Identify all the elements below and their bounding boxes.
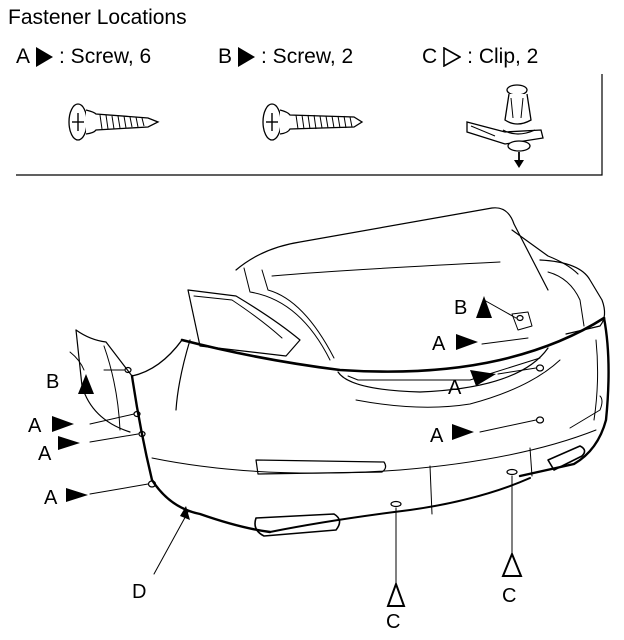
legend-letter: C [422, 45, 438, 68]
legend-text: : Screw, 2 [261, 45, 354, 68]
filled-triangle-icon [52, 416, 74, 432]
screw-icon [262, 103, 364, 141]
filled-triangle-icon [452, 424, 474, 440]
filled-triangle-icon [36, 47, 54, 67]
filled-triangle-icon [238, 47, 256, 67]
filled-triangle-icon [66, 488, 88, 502]
clip-icon [466, 84, 544, 168]
legend-text: : Screw, 6 [59, 45, 152, 68]
open-triangle-icon [386, 581, 406, 607]
filled-triangle-icon [78, 374, 94, 394]
callout-a: A [28, 415, 42, 437]
legend-item-screw-a: A : Screw, 6 [16, 45, 151, 69]
legend-text: : Clip, 2 [467, 45, 539, 68]
callout-a: A [448, 377, 462, 399]
callout-a: A [430, 425, 444, 447]
callout-a: A [38, 443, 52, 465]
legend-box-border [16, 74, 603, 176]
callout-b-right: B [454, 297, 468, 319]
filled-triangle-icon [476, 296, 492, 318]
legend-letter: B [218, 45, 233, 68]
legend-item-clip-c: C : Clip, 2 [422, 45, 538, 69]
callout-d: D [132, 581, 147, 603]
filled-triangle-icon [470, 370, 496, 386]
callout-b-left: B [46, 371, 60, 393]
callout-c: C [502, 585, 517, 607]
open-triangle-icon [443, 47, 462, 67]
callout-a: A [44, 487, 58, 509]
bumper-drawing [69, 207, 610, 583]
diagram-title: Fastener Locations [8, 6, 187, 29]
filled-triangle-icon [456, 334, 478, 350]
legend-letter: A [16, 45, 31, 68]
callout-c: C [386, 611, 401, 633]
screw-icon [68, 103, 160, 141]
filled-triangle-icon [58, 436, 80, 450]
open-triangle-icon [501, 551, 523, 577]
clip-callout-markers [386, 551, 523, 607]
callout-a: A [432, 333, 446, 355]
d-arrowhead [180, 506, 190, 520]
legend-item-screw-b: B : Screw, 2 [218, 45, 353, 69]
screw-callout-markers [52, 296, 496, 502]
